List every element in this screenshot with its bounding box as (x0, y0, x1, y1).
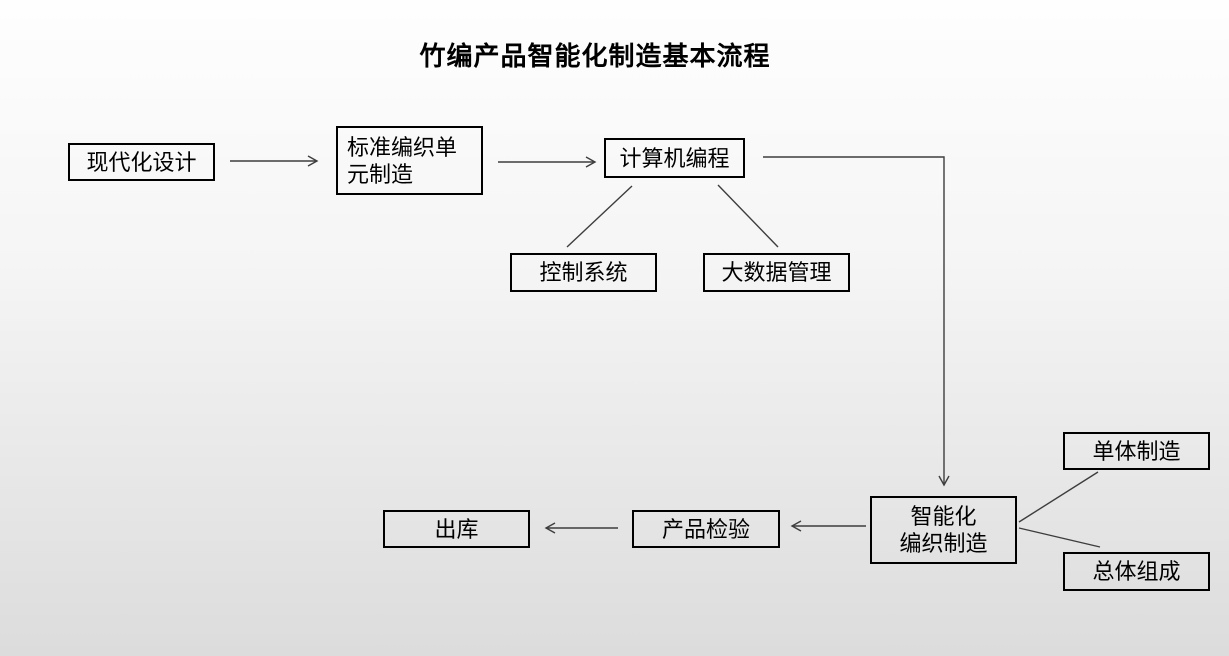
node-outbound: 出库 (383, 510, 530, 548)
node-modern-design: 现代化设计 (68, 143, 215, 181)
node-standard-unit-manufacturing: 标准编织单 元制造 (336, 126, 483, 195)
node-label: 控制系统 (539, 260, 628, 285)
node-label: 总体组成 (1092, 559, 1181, 584)
node-intelligent-weaving-manufacturing: 智能化 编织制造 (870, 496, 1017, 564)
node-label-line1: 标准编织单 (347, 134, 458, 160)
node-label-line2: 元制造 (347, 161, 414, 187)
node-computer-programming: 计算机编程 (604, 138, 745, 178)
node-overall-composition: 总体组成 (1063, 552, 1210, 591)
node-label: 大数据管理 (721, 260, 832, 285)
node-label: 出库 (434, 516, 479, 542)
arrowhead-left-icon (790, 520, 802, 532)
edge-intelligent-weaving-to-overall-composition (1018, 527, 1101, 548)
arrowhead-right-icon (307, 155, 319, 167)
node-label: 产品检验 (661, 516, 750, 542)
node-control-system: 控制系统 (510, 253, 657, 292)
edge-product-inspection-to-outbound (544, 522, 618, 534)
edge-intelligent-weaving-to-product-inspection (790, 520, 866, 532)
arrowhead-down-icon (938, 475, 950, 487)
node-label-line2: 编织制造 (899, 531, 988, 556)
node-label: 现代化设计 (86, 149, 197, 175)
arrowhead-left-icon (544, 522, 556, 534)
edge-modern-design-to-standard-unit (230, 155, 319, 167)
edge-standard-unit-to-computer-programming (498, 156, 597, 168)
edge-computer-programming-to-control-system (566, 185, 633, 248)
edge-intelligent-weaving-to-single-unit (1018, 471, 1099, 523)
node-label: 单体制造 (1092, 438, 1181, 464)
node-single-unit-manufacturing: 单体制造 (1063, 432, 1210, 470)
edge-computer-programming-to-big-data (717, 184, 779, 248)
edge-computer-programming-to-intelligent-weaving (763, 156, 950, 487)
diagram-title: 竹编产品智能化制造基本流程 (419, 41, 771, 71)
node-label-line1: 智能化 (910, 504, 977, 529)
node-product-inspection: 产品检验 (632, 510, 780, 548)
arrowhead-right-icon (585, 156, 597, 168)
node-big-data-management: 大数据管理 (703, 253, 850, 292)
node-label: 计算机编程 (619, 145, 730, 171)
